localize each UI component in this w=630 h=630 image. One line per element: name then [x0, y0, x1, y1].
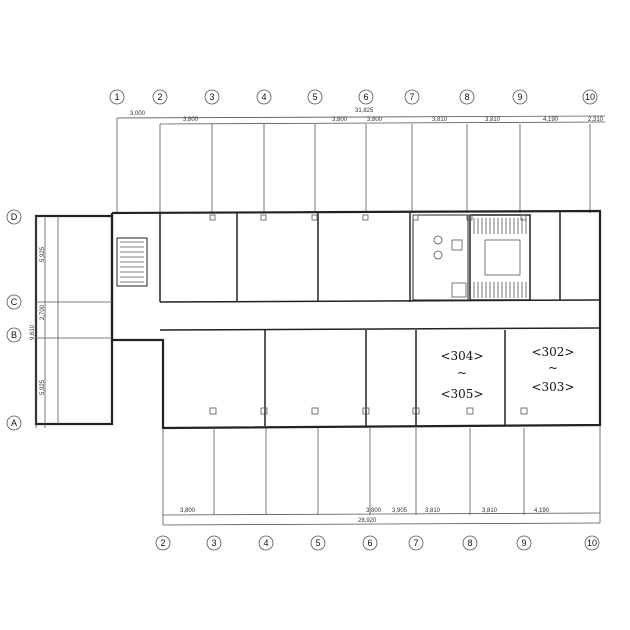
dim-top-first: 3,000 [130, 111, 146, 117]
grid-bubble-top-6: 6 [358, 89, 374, 105]
svg-text:5: 5 [312, 92, 317, 102]
dim-top-span: 3,800 [332, 117, 348, 123]
annotation-303: <303> [531, 380, 574, 394]
dim-top-span: 3,810 [485, 117, 501, 123]
grid-bubble-top-5: 5 [307, 89, 323, 105]
annotation-302: <302> [531, 345, 574, 359]
grid-bubble-top-3: 3 [204, 89, 220, 105]
grid-bubble-top-10: 10 [582, 89, 598, 105]
svg-text:4: 4 [261, 92, 266, 102]
svg-text:6: 6 [367, 538, 372, 548]
building-walls [34, 115, 606, 526]
svg-text:3: 3 [209, 92, 214, 102]
grid-bubble-left-D: D [6, 209, 22, 225]
dim-bottom-span: 3,905 [392, 508, 408, 514]
svg-text:4: 4 [263, 538, 268, 548]
dim-bottom-span: 4,190 [534, 508, 550, 514]
grid-bubble-top-9: 9 [512, 89, 528, 105]
dim-top-span: 2,310 [588, 117, 604, 123]
svg-text:5: 5 [315, 538, 320, 548]
svg-text:2: 2 [160, 538, 165, 548]
svg-text:10: 10 [587, 538, 597, 548]
dim-bottom-span: 3,800 [366, 508, 382, 514]
grid-bubble-top-4: 4 [256, 89, 272, 105]
svg-text:C: C [11, 297, 18, 307]
svg-text:7: 7 [413, 538, 418, 548]
annotation-tilde-left: ~ [457, 366, 467, 380]
svg-text:8: 8 [464, 92, 469, 102]
svg-text:7: 7 [409, 92, 414, 102]
dim-bottom-overall: 28,920 [358, 518, 377, 524]
grid-bubble-top-2: 2 [152, 89, 168, 105]
svg-text:A: A [11, 418, 17, 428]
grid-bubble-bottom-9: 9 [516, 535, 532, 551]
annotation-304: <304> [440, 349, 483, 363]
grid-bubble-top-8: 8 [459, 89, 475, 105]
svg-text:10: 10 [585, 92, 595, 102]
grid-bubble-bottom-7: 7 [408, 535, 424, 551]
svg-text:D: D [11, 212, 18, 222]
grid-bubble-bottom-10: 10 [584, 535, 600, 551]
grid-bubble-bottom-4: 4 [258, 535, 274, 551]
dim-top-overall: 31,825 [355, 108, 374, 114]
svg-text:3: 3 [211, 538, 216, 548]
svg-text:8: 8 [467, 538, 472, 548]
grid-bubble-bottom-3: 3 [206, 535, 222, 551]
dim-bottom-span: 3,800 [180, 508, 196, 514]
dim-bottom-span: 3,810 [425, 508, 441, 514]
annotation-tilde-right: ~ [548, 361, 558, 375]
annotation-305: <305> [440, 387, 483, 401]
svg-text:B: B [11, 330, 17, 340]
dim-top-span: 4,190 [543, 117, 559, 123]
grid-bubble-bottom-5: 5 [310, 535, 326, 551]
grid-bubble-left-C: C [6, 294, 22, 310]
svg-text:9: 9 [517, 92, 522, 102]
dim-bottom-span: 3,810 [482, 508, 498, 514]
grid-bubble-left-A: A [6, 415, 22, 431]
grid-bubble-top-1: 1 [109, 89, 125, 105]
dim-left-2: 2,700 [40, 304, 46, 320]
svg-text:9: 9 [521, 538, 526, 548]
grid-bubble-bottom-8: 8 [462, 535, 478, 551]
grid-bubble-top-7: 7 [404, 89, 420, 105]
dim-left-overall: 9,610 [30, 324, 36, 340]
grid-bubble-left-B: B [6, 327, 22, 343]
grid-bubble-bottom-2: 2 [155, 535, 171, 551]
dim-top-span: 3,810 [432, 117, 448, 123]
svg-text:1: 1 [114, 92, 119, 102]
svg-text:2: 2 [157, 92, 162, 102]
dim-left-1: 5,925 [40, 246, 46, 262]
dim-left-3: 5,925 [40, 379, 46, 395]
dim-top-span: 3,800 [183, 117, 199, 123]
grid-bubble-bottom-6: 6 [362, 535, 378, 551]
dim-top-span: 3,800 [367, 117, 383, 123]
svg-text:6: 6 [363, 92, 368, 102]
